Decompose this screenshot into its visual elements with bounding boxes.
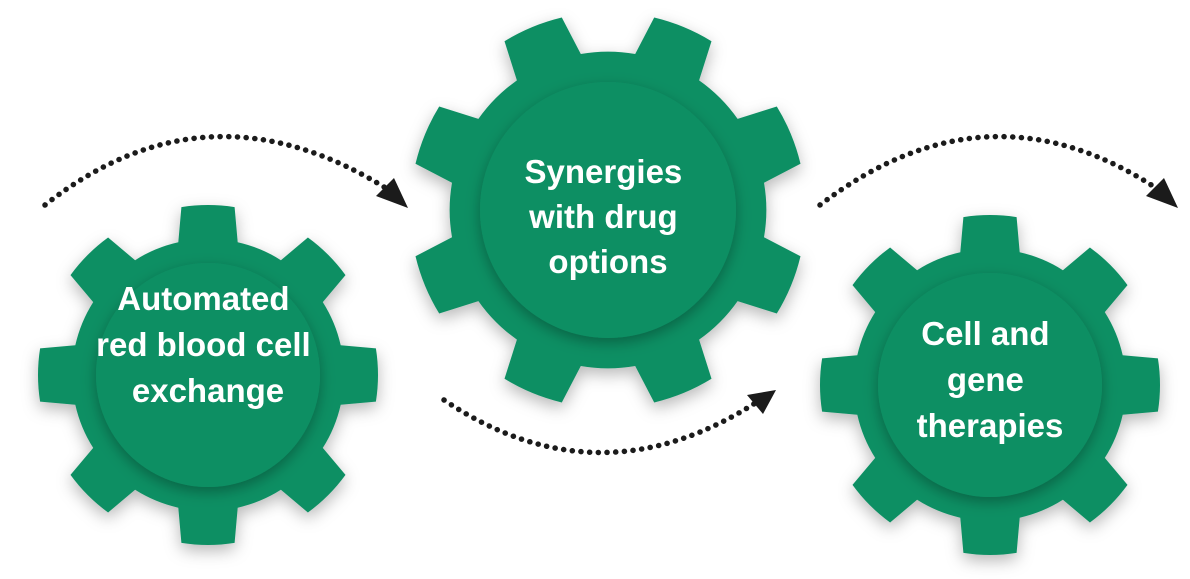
- arrow-3-dotted-path: [817, 133, 1165, 208]
- arrow-1-dotted-path: [42, 133, 395, 208]
- arrow-gear3-to-next: [817, 133, 1178, 208]
- gear-2-core: [480, 82, 736, 338]
- gear-3-core: [878, 273, 1102, 497]
- gear-2-label-line-1: Synergies: [525, 153, 683, 190]
- gear-2-label-line-3: options: [548, 243, 667, 280]
- gear-automated-rbc-exchange: Automated red blood cell exchange: [38, 205, 378, 545]
- arrow-1-head-icon: [376, 178, 408, 208]
- arrow-gear2-to-gear3: [441, 390, 776, 456]
- gear-2-label: Synergies with drug options: [525, 153, 692, 280]
- arrow-2-head-icon: [747, 390, 776, 414]
- gear-3-label-line-1: Cell and: [921, 315, 1049, 352]
- gear-3-label: Cell and gene therapies: [917, 315, 1064, 444]
- gear-synergies-drug-options: Synergies with drug options: [415, 17, 801, 403]
- arrow-2-dotted-path: [441, 397, 763, 456]
- gear-1-core: [96, 263, 320, 487]
- gear-3-label-line-3: therapies: [917, 407, 1064, 444]
- gear-2-label-line-2: with drug: [528, 198, 677, 235]
- gear-1-label: Automated red blood cell exchange: [96, 280, 320, 409]
- arrow-3-head-icon: [1146, 178, 1178, 208]
- arrow-gear1-to-gear2: [42, 133, 408, 208]
- gear-1-label-line-3: exchange: [132, 372, 284, 409]
- gear-3-label-line-2: gene: [947, 361, 1024, 398]
- gear-1-label-line-1: Automated: [117, 280, 289, 317]
- gear-cell-gene-therapies: Cell and gene therapies: [820, 215, 1160, 555]
- gear-1-label-line-2: red blood cell: [96, 326, 311, 363]
